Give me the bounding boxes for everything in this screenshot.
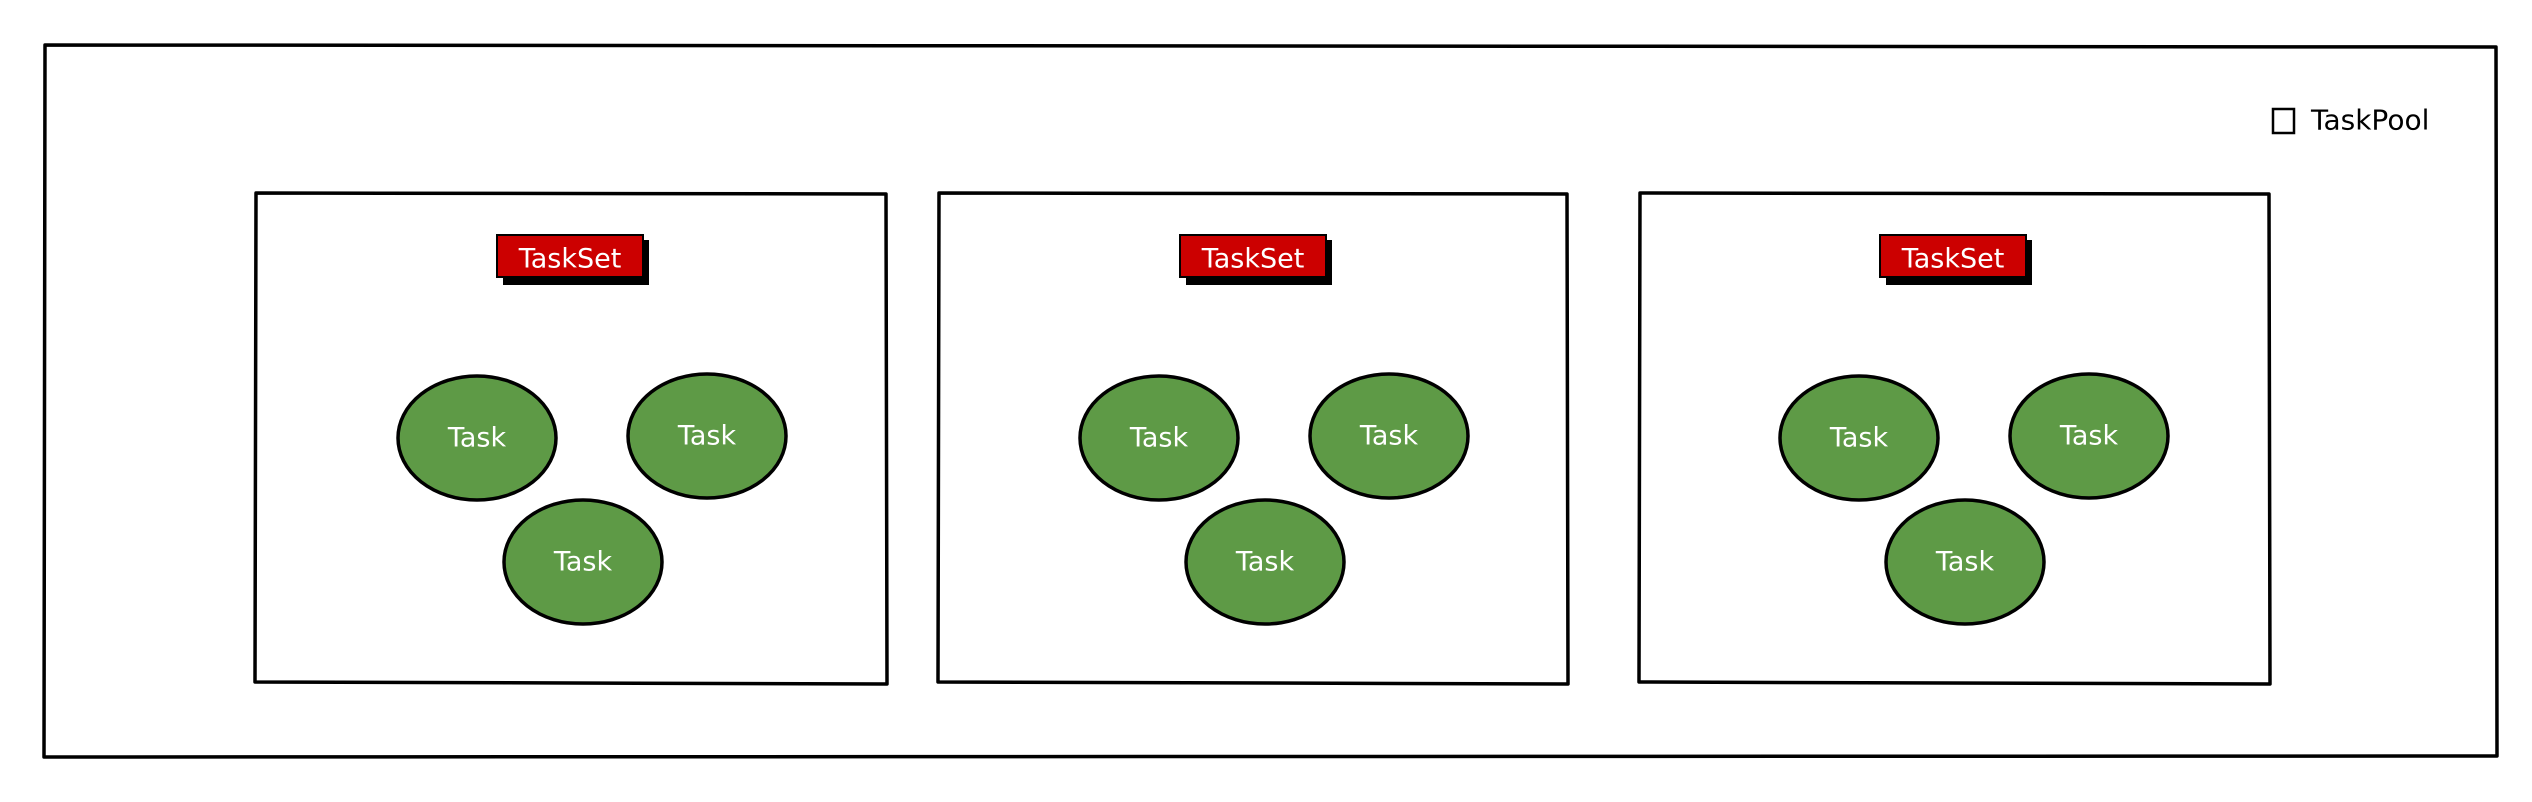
task-ellipse <box>1078 374 1240 502</box>
task-node: Task <box>626 372 788 500</box>
task-label: Task <box>677 421 737 452</box>
taskset-group: TaskSet Task Task Task <box>936 191 1570 686</box>
task-ellipse <box>396 374 558 502</box>
legend-label: TaskPool <box>2310 104 2429 137</box>
task-ellipse <box>626 372 788 500</box>
task-label: Task <box>1359 421 1419 452</box>
taskset-badge: TaskSet <box>1879 234 2032 285</box>
task-ellipse <box>1308 372 1470 500</box>
taskset-group: TaskSet Task Task Task <box>1637 191 2272 686</box>
taskset-label: TaskSet <box>1201 244 1305 275</box>
taskset-label: TaskSet <box>1901 244 2005 275</box>
task-label: Task <box>1235 547 1295 578</box>
task-label: Task <box>553 547 613 578</box>
task-label: Task <box>447 423 507 454</box>
taskset-badge-body <box>1879 234 2027 278</box>
taskset-frame <box>253 191 889 686</box>
task-ellipse <box>1884 498 2046 626</box>
task-node: Task <box>502 498 664 626</box>
task-node: Task <box>1884 498 2046 626</box>
taskset-group: TaskSet Task Task Task <box>253 191 889 686</box>
task-node: Task <box>396 374 558 502</box>
taskset-badge: TaskSet <box>1179 234 1332 285</box>
task-node: Task <box>1184 498 1346 626</box>
task-ellipse <box>1184 498 1346 626</box>
task-node: Task <box>1308 372 1470 500</box>
taskset-frame <box>936 191 1570 686</box>
task-ellipse <box>2008 372 2170 500</box>
task-ellipse <box>502 498 664 626</box>
task-label: Task <box>1129 423 1189 454</box>
square-outline-icon <box>2271 107 2296 135</box>
taskset-badge: TaskSet <box>496 234 649 285</box>
task-node: Task <box>2008 372 2170 500</box>
taskset-frame <box>1637 191 2272 686</box>
taskset-badge-body <box>496 234 644 278</box>
taskset-badge-body <box>1179 234 1327 278</box>
task-label: Task <box>1829 423 1889 454</box>
task-ellipse <box>1778 374 1940 502</box>
task-node: Task <box>1778 374 1940 502</box>
task-node: Task <box>1078 374 1240 502</box>
legend: TaskPool <box>2271 104 2429 137</box>
task-label: Task <box>2059 421 2119 452</box>
taskset-label: TaskSet <box>518 244 622 275</box>
task-label: Task <box>1935 547 1995 578</box>
